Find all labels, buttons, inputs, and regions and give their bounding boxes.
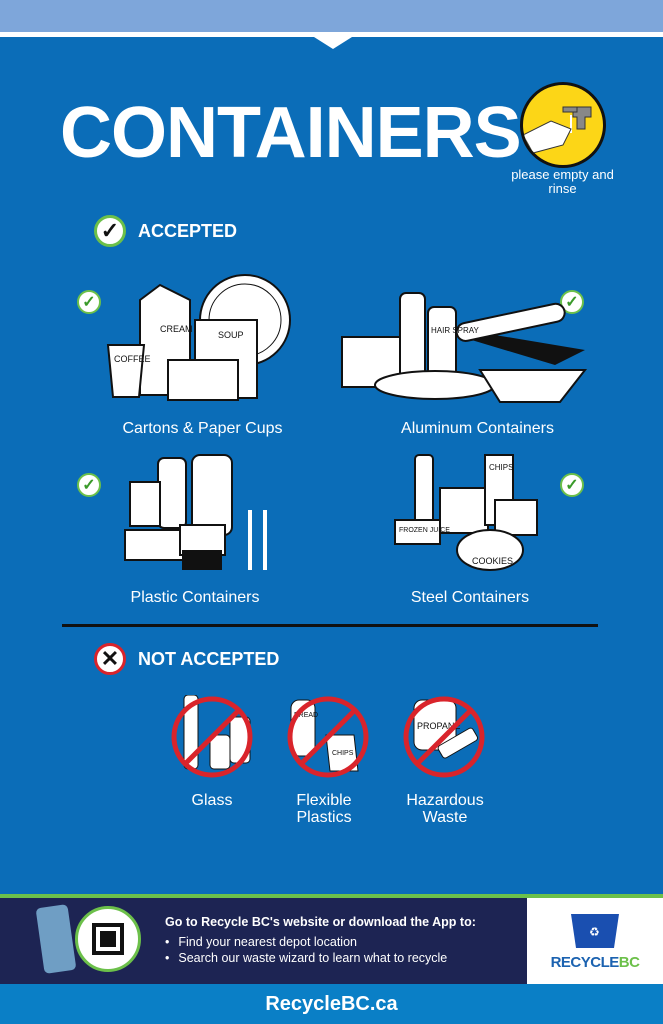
recycle-bin-icon: ♻	[571, 914, 619, 948]
cartons-illustration: COFFEE CREAM SOUP	[106, 274, 291, 401]
item-label: Hazardous Waste	[406, 792, 484, 826]
not-accepted-label: NOT ACCEPTED	[138, 648, 280, 669]
check-icon: ✓	[94, 215, 126, 247]
rinse-icon	[520, 82, 606, 168]
qr-code[interactable]	[75, 906, 141, 972]
plastic-illustration	[124, 454, 267, 570]
not-accepted-heading: ✕ NOT ACCEPTED	[94, 643, 279, 675]
item-label: Aluminum Containers	[401, 420, 554, 437]
item-label: Plastic Containers	[130, 589, 260, 606]
hair-spray-text: HAIR SPRAY	[431, 326, 480, 335]
coffee-text: COFFEE	[114, 354, 151, 364]
top-line	[0, 32, 663, 37]
x-icon: ✕	[94, 643, 126, 675]
footer-bullet: Find your nearest depot location	[165, 934, 447, 950]
cookies-text: COOKIES	[472, 556, 513, 566]
aluminum-illustration: HAIR SPRAY	[341, 292, 588, 403]
frozen-juice-text: FROZEN JUICE	[399, 527, 450, 534]
glass-prohibited-icon	[171, 695, 253, 778]
rinse-note: please empty and rinse	[511, 167, 614, 196]
footer-bullet: Search our waste wizard to learn what to…	[165, 950, 447, 966]
item-label: Glass	[191, 792, 233, 809]
notch	[314, 37, 352, 49]
check-icon: ✓	[77, 473, 101, 497]
item-label: Steel Containers	[410, 589, 530, 606]
chips-text: CHIPS	[332, 750, 354, 757]
svg-text:♻: ♻	[589, 925, 600, 939]
top-bar	[0, 0, 663, 32]
page-title: CONTAINERS	[60, 93, 522, 173]
accepted-label: ACCEPTED	[138, 220, 238, 241]
green-stripe	[0, 894, 663, 898]
hazardous-prohibited-icon: PROPANE	[403, 696, 485, 778]
recyclebc-logo: ♻ RECYCLEBC	[527, 898, 663, 984]
check-icon: ✓	[77, 290, 101, 314]
steel-illustration: CHIPS FROZEN JUICE COOKIES	[394, 454, 538, 571]
cream-text: CREAM	[160, 324, 193, 334]
propane-text: PROPANE	[417, 721, 460, 731]
chips-text: CHIPS	[489, 463, 513, 472]
footer-heading: Go to Recycle BC's website or download t…	[165, 915, 476, 929]
check-icon: ✓	[560, 473, 584, 497]
bread-text: BREAD	[294, 712, 318, 719]
item-label: Flexible Plastics	[296, 792, 352, 826]
flexible-plastics-prohibited-icon: BREAD CHIPS	[287, 696, 369, 778]
logo-text: RECYCLEBC	[550, 954, 640, 971]
item-label: Cartons & Paper Cups	[122, 420, 283, 437]
footer-list: Find your nearest depot location Search …	[165, 934, 447, 966]
divider	[62, 624, 598, 627]
website-link[interactable]: RecycleBC.ca	[0, 984, 663, 1024]
soup-text: SOUP	[218, 330, 244, 340]
accepted-heading: ✓ ACCEPTED	[94, 215, 237, 247]
